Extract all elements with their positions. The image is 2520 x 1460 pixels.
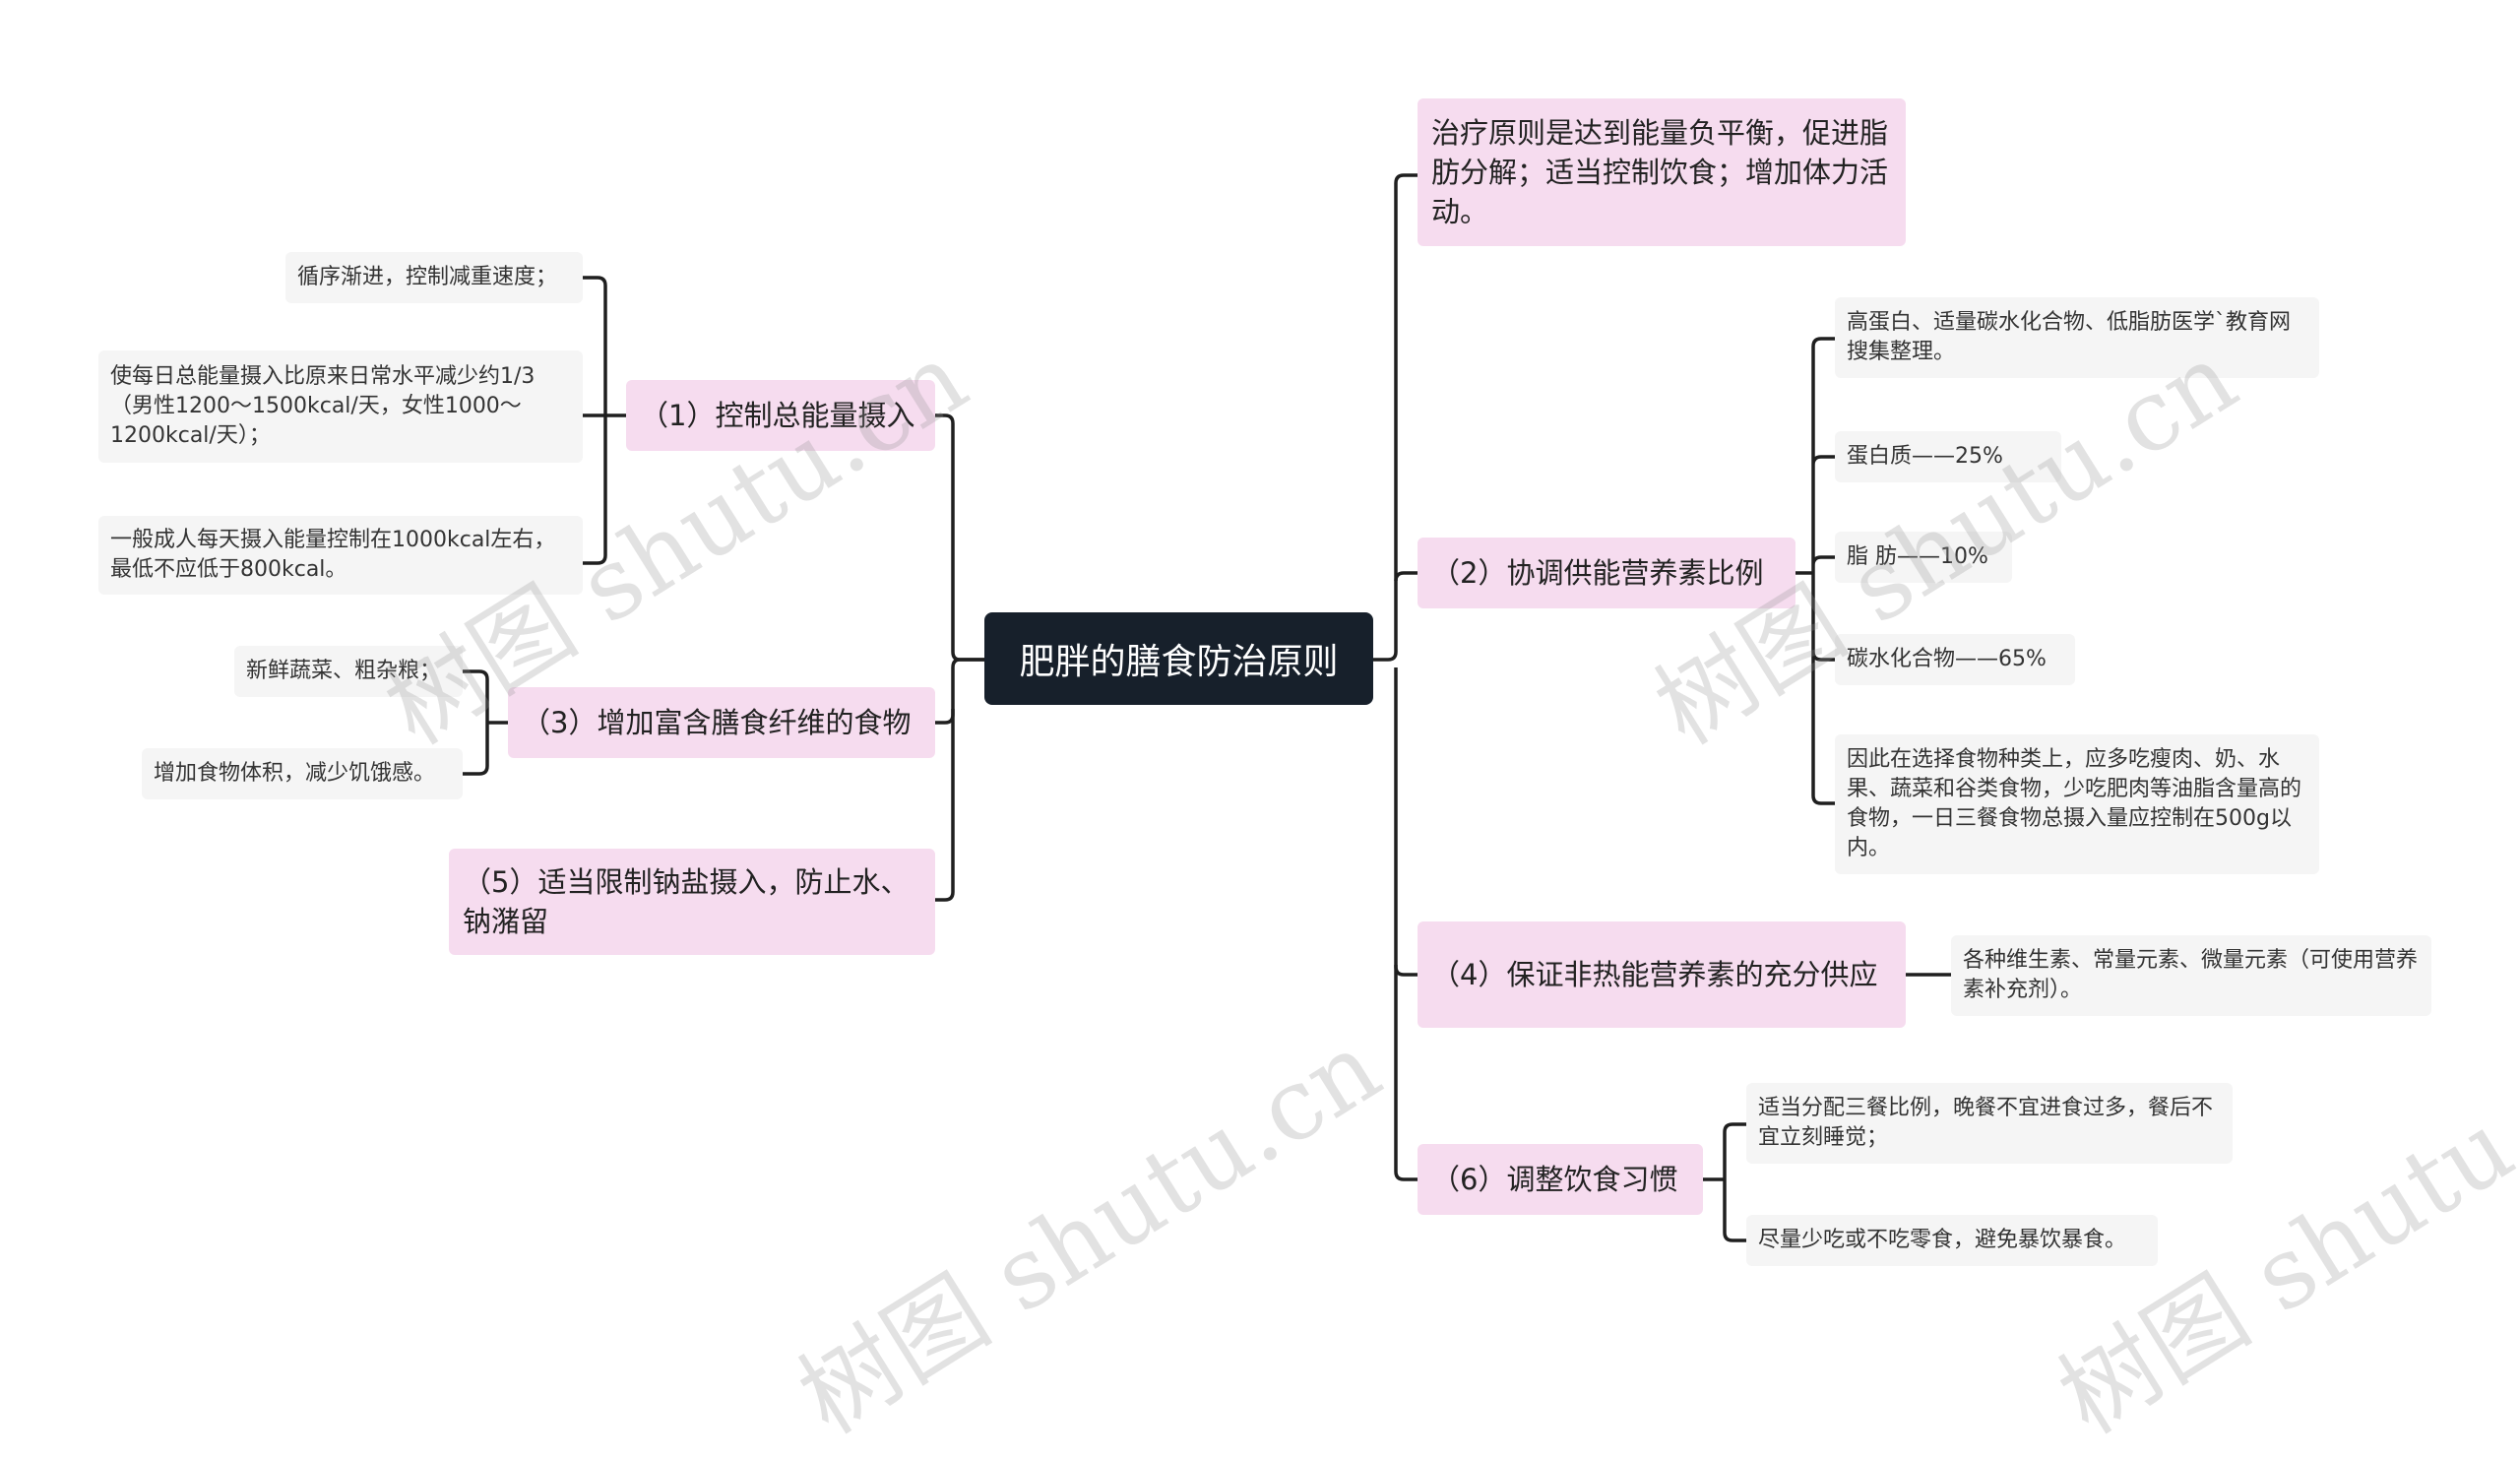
leaf-food-choice[interactable]: 因此在选择食物种类上，应多吃瘦肉、奶、水果、蔬菜和谷类食物，少吃肥肉等油脂含量高… [1835, 734, 2319, 874]
branch-eating-habits[interactable]: （6）调整饮食习惯 [1418, 1144, 1703, 1215]
branch-limit-sodium[interactable]: （5）适当限制钠盐摄入，防止水、钠潴留 [449, 849, 935, 955]
connector-lines [463, 173, 1951, 1242]
branch-label: 治疗原则是达到能量负平衡，促进脂肪分解；适当控制饮食；增加体力活动。 [1431, 116, 1889, 228]
leaf-vegetables[interactable]: 新鲜蔬菜、粗杂粮； [234, 646, 463, 697]
leaf-carb-ratio[interactable]: 碳水化合物——65% [1835, 634, 2075, 685]
connector-root-b6 [1394, 965, 1418, 1181]
leaf-reduce-third[interactable]: 使每日总能量摄入比原来日常水平减少约1/3（男性1200～1500kcal/天，… [98, 350, 583, 463]
root-label: 肥胖的膳食防治原则 [1019, 642, 1339, 682]
branch-nutrient-ratio[interactable]: （2）协调供能营养素比例 [1418, 538, 1796, 608]
leaf-text: 新鲜蔬菜、粗杂粮； [246, 659, 442, 683]
leaf-vitamins[interactable]: 各种维生素、常量元素、微量元素（可使用营养素补充剂）。 [1951, 935, 2431, 1016]
leaf-protein-ratio[interactable]: 蛋白质——25% [1835, 431, 2061, 482]
branch-label: （5）适当限制钠盐摄入，防止水、钠潴留 [463, 865, 910, 938]
branch-label: （1）控制总能量摄入 [640, 399, 915, 432]
connector-root-b2 [1394, 571, 1418, 582]
branch-control-energy[interactable]: （1）控制总能量摄入 [626, 380, 935, 451]
branch-treatment-principle[interactable]: 治疗原则是达到能量负平衡，促进脂肪分解；适当控制饮食；增加体力活动。 [1418, 98, 1906, 246]
leaf-text: 碳水化合物——65% [1847, 647, 2047, 671]
leaf-text: 使每日总能量摄入比原来日常水平减少约1/3（男性1200～1500kcal/天，… [110, 364, 536, 448]
leaf-text: 因此在选择食物种类上，应多吃瘦肉、奶、水果、蔬菜和谷类食物，少吃肥肉等油脂含量高… [1847, 747, 2302, 860]
connector-root-b5 [935, 709, 955, 902]
leaf-text: 各种维生素、常量元素、微量元素（可使用营养素补充剂）。 [1963, 948, 2419, 1002]
branch-label: （2）协调供能营养素比例 [1431, 556, 1764, 590]
branch-dietary-fiber[interactable]: （3）增加富含膳食纤维的食物 [508, 687, 935, 758]
leaf-adult-energy[interactable]: 一般成人每天摄入能量控制在1000kcal左右，最低不应低于800kcal。 [98, 516, 583, 595]
connector-root-b4 [1394, 667, 1418, 977]
leaf-snacks[interactable]: 尽量少吃或不吃零食，避免暴饮暴食。 [1746, 1215, 2158, 1266]
connector-root-b3 [935, 658, 984, 725]
leaf-volume[interactable]: 增加食物体积，减少饥饿感。 [142, 748, 463, 799]
root-node[interactable]: 肥胖的膳食防治原则 [984, 612, 1373, 705]
branch-label: （4）保证非热能营养素的充分供应 [1431, 958, 1878, 991]
leaf-text: 增加食物体积，减少饥饿感。 [154, 761, 436, 786]
leaf-text: 适当分配三餐比例，晚餐不宜进食过多，餐后不宜立刻睡觉； [1758, 1096, 2214, 1150]
connector-b1-leaves [583, 276, 626, 565]
branch-label: （6）调整饮食习惯 [1431, 1163, 1678, 1196]
leaf-three-meals[interactable]: 适当分配三餐比例，晚餐不宜进食过多，餐后不宜立刻睡觉； [1746, 1083, 2233, 1164]
leaf-text: 脂 肪——10% [1847, 544, 1988, 569]
leaf-text: 高蛋白、适量碳水化合物、低脂肪医学`教育网搜集整理。 [1847, 310, 2292, 364]
connector-b2-leaves [1796, 337, 1835, 805]
leaf-text: 尽量少吃或不吃零食，避免暴饮暴食。 [1758, 1228, 2127, 1252]
leaf-gradual[interactable]: 循序渐进，控制减重速度； [285, 252, 583, 303]
leaf-text: 循序渐进，控制减重速度； [297, 265, 558, 289]
leaf-text: 蛋白质——25% [1847, 444, 2003, 469]
branch-non-energy-nutrients[interactable]: （4）保证非热能营养素的充分供应 [1418, 921, 1906, 1028]
mind-map: 肥胖的膳食防治原则 （1）控制总能量摄入 循序渐进，控制减重速度； 使每日总能量… [98, 98, 2520, 1456]
leaf-text: 一般成人每天摄入能量控制在1000kcal左右，最低不应低于800kcal。 [110, 528, 556, 582]
leaf-fat-ratio[interactable]: 脂 肪——10% [1835, 532, 2012, 583]
connector-root-b1 [935, 413, 984, 662]
connector-root-b0 [1373, 173, 1418, 662]
leaf-high-protein[interactable]: 高蛋白、适量碳水化合物、低脂肪医学`教育网搜集整理。 [1835, 297, 2319, 378]
connector-b3-leaves [463, 669, 508, 776]
connector-b6-leaves [1703, 1122, 1746, 1242]
branch-label: （3）增加富含膳食纤维的食物 [522, 706, 912, 739]
